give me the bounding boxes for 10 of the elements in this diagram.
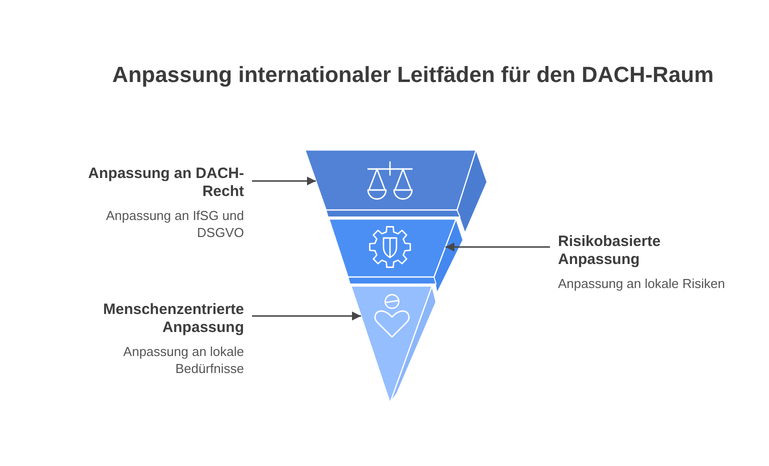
description-text: Anpassung an lokale Bedürfnisse bbox=[122, 343, 244, 377]
arrow bbox=[252, 176, 316, 186]
arrow bbox=[445, 242, 550, 252]
heading-text: Risikobasierte Anpassung bbox=[558, 233, 662, 269]
heading-text: Menschenzentrierte Anpassung bbox=[102, 301, 244, 337]
title: Anpassung internationaler Leitfäden für den DACH-Raum bbox=[112, 61, 714, 89]
description-text: Anpassung an IfSG und DSGVO bbox=[104, 207, 244, 241]
heading-text: Anpassung an DACH-Recht bbox=[87, 165, 244, 201]
description-text: Anpassung an lokale Risiken bbox=[558, 275, 726, 292]
arrow bbox=[252, 312, 361, 320]
